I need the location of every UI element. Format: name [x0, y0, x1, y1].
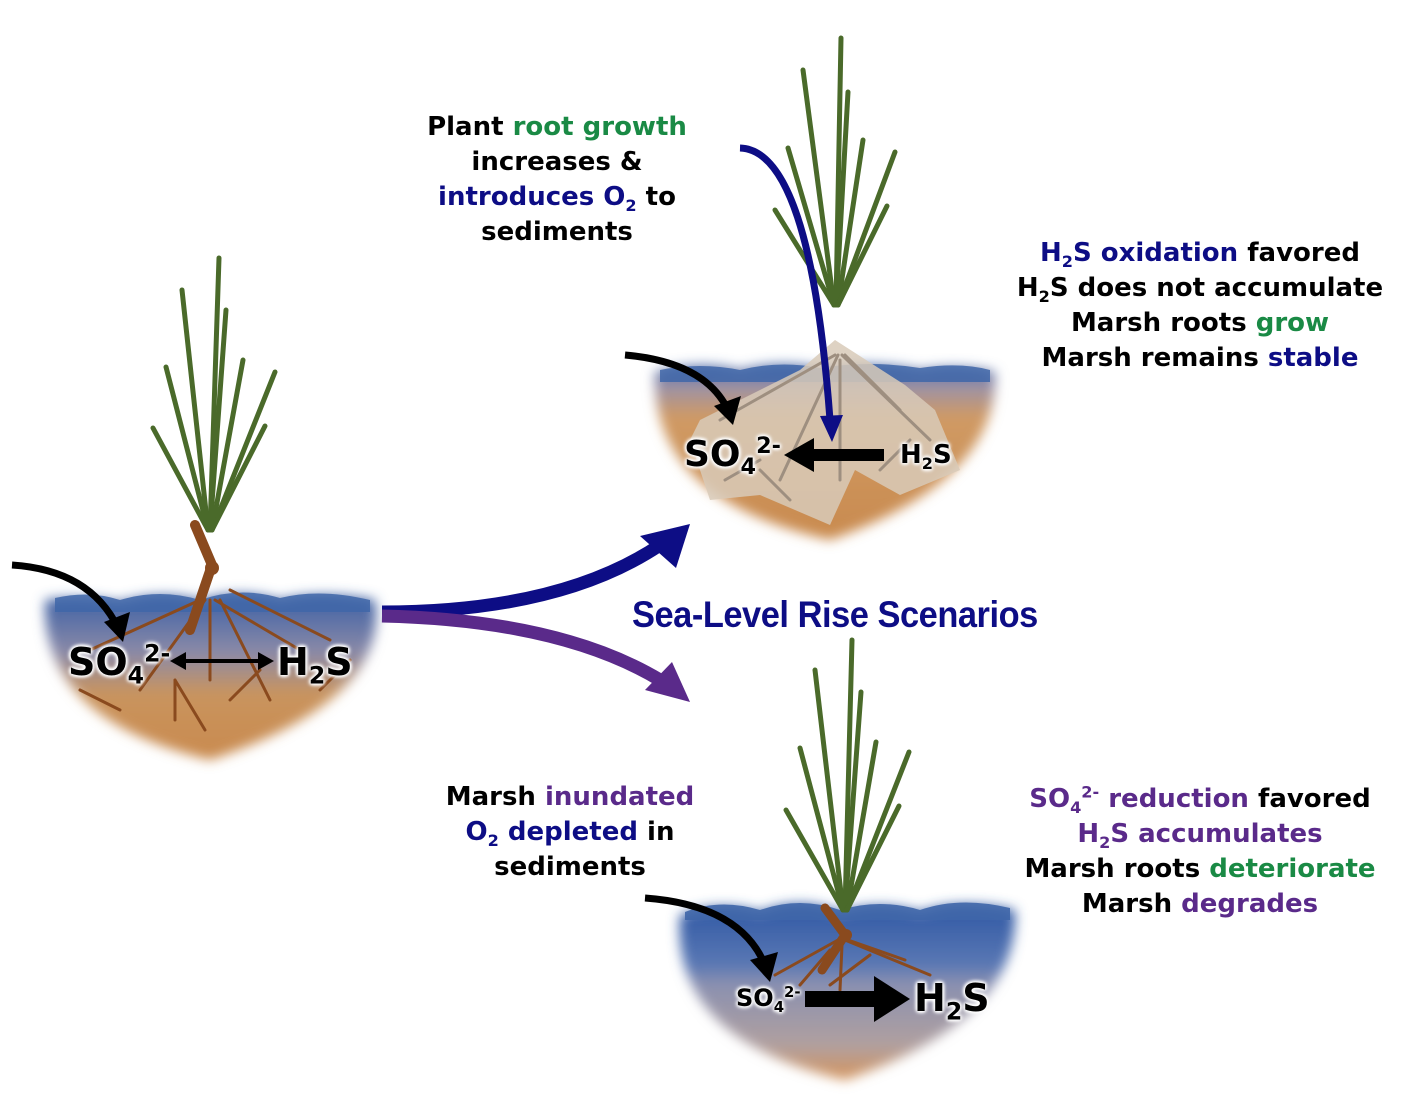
bottom-h2s-label: H2S — [914, 976, 990, 1026]
top-h2s-label: H2S — [900, 440, 952, 474]
oxidized-zone-top — [690, 340, 960, 525]
top-left-description: Plant root growth increases & introduces… — [427, 112, 687, 247]
leaves-bottom — [783, 637, 912, 913]
leaves-top — [772, 35, 898, 308]
top-marsh-section — [624, 35, 996, 540]
bottom-sulfate-label: SO42- — [736, 983, 801, 1016]
top-sulfate-label: SO42- — [684, 433, 781, 481]
leaves-initial — [150, 255, 278, 533]
double-arrow-initial — [170, 652, 274, 670]
initial-h2s-label: H2S — [277, 640, 353, 690]
branch-arrow-purple — [381, 609, 664, 686]
branch-arrow-blue — [381, 539, 664, 619]
bottom-right-outcomes: SO42- reduction favored H2S accumulates … — [1024, 782, 1376, 919]
input-arrow-bottom — [644, 894, 769, 967]
bottom-marsh-section — [644, 637, 1016, 1080]
bottom-left-description: Marsh inundated O2 depleted in sediments — [445, 782, 695, 882]
water-surface-initial — [55, 592, 370, 612]
reduction-arrow — [805, 976, 910, 1022]
initial-sulfate-label: SO42- — [68, 639, 171, 690]
initial-marsh-section — [11, 255, 377, 760]
input-arrow-top — [624, 351, 732, 412]
diagram-title: Sea-Level Rise Scenarios — [632, 594, 1038, 635]
oxidation-arrow — [784, 438, 884, 472]
input-arrow-initial — [11, 561, 122, 630]
o2-arrow — [739, 144, 834, 421]
roots-bottom — [773, 938, 932, 992]
top-right-outcomes: H2S oxidation favored H2S does not accum… — [1016, 238, 1384, 373]
